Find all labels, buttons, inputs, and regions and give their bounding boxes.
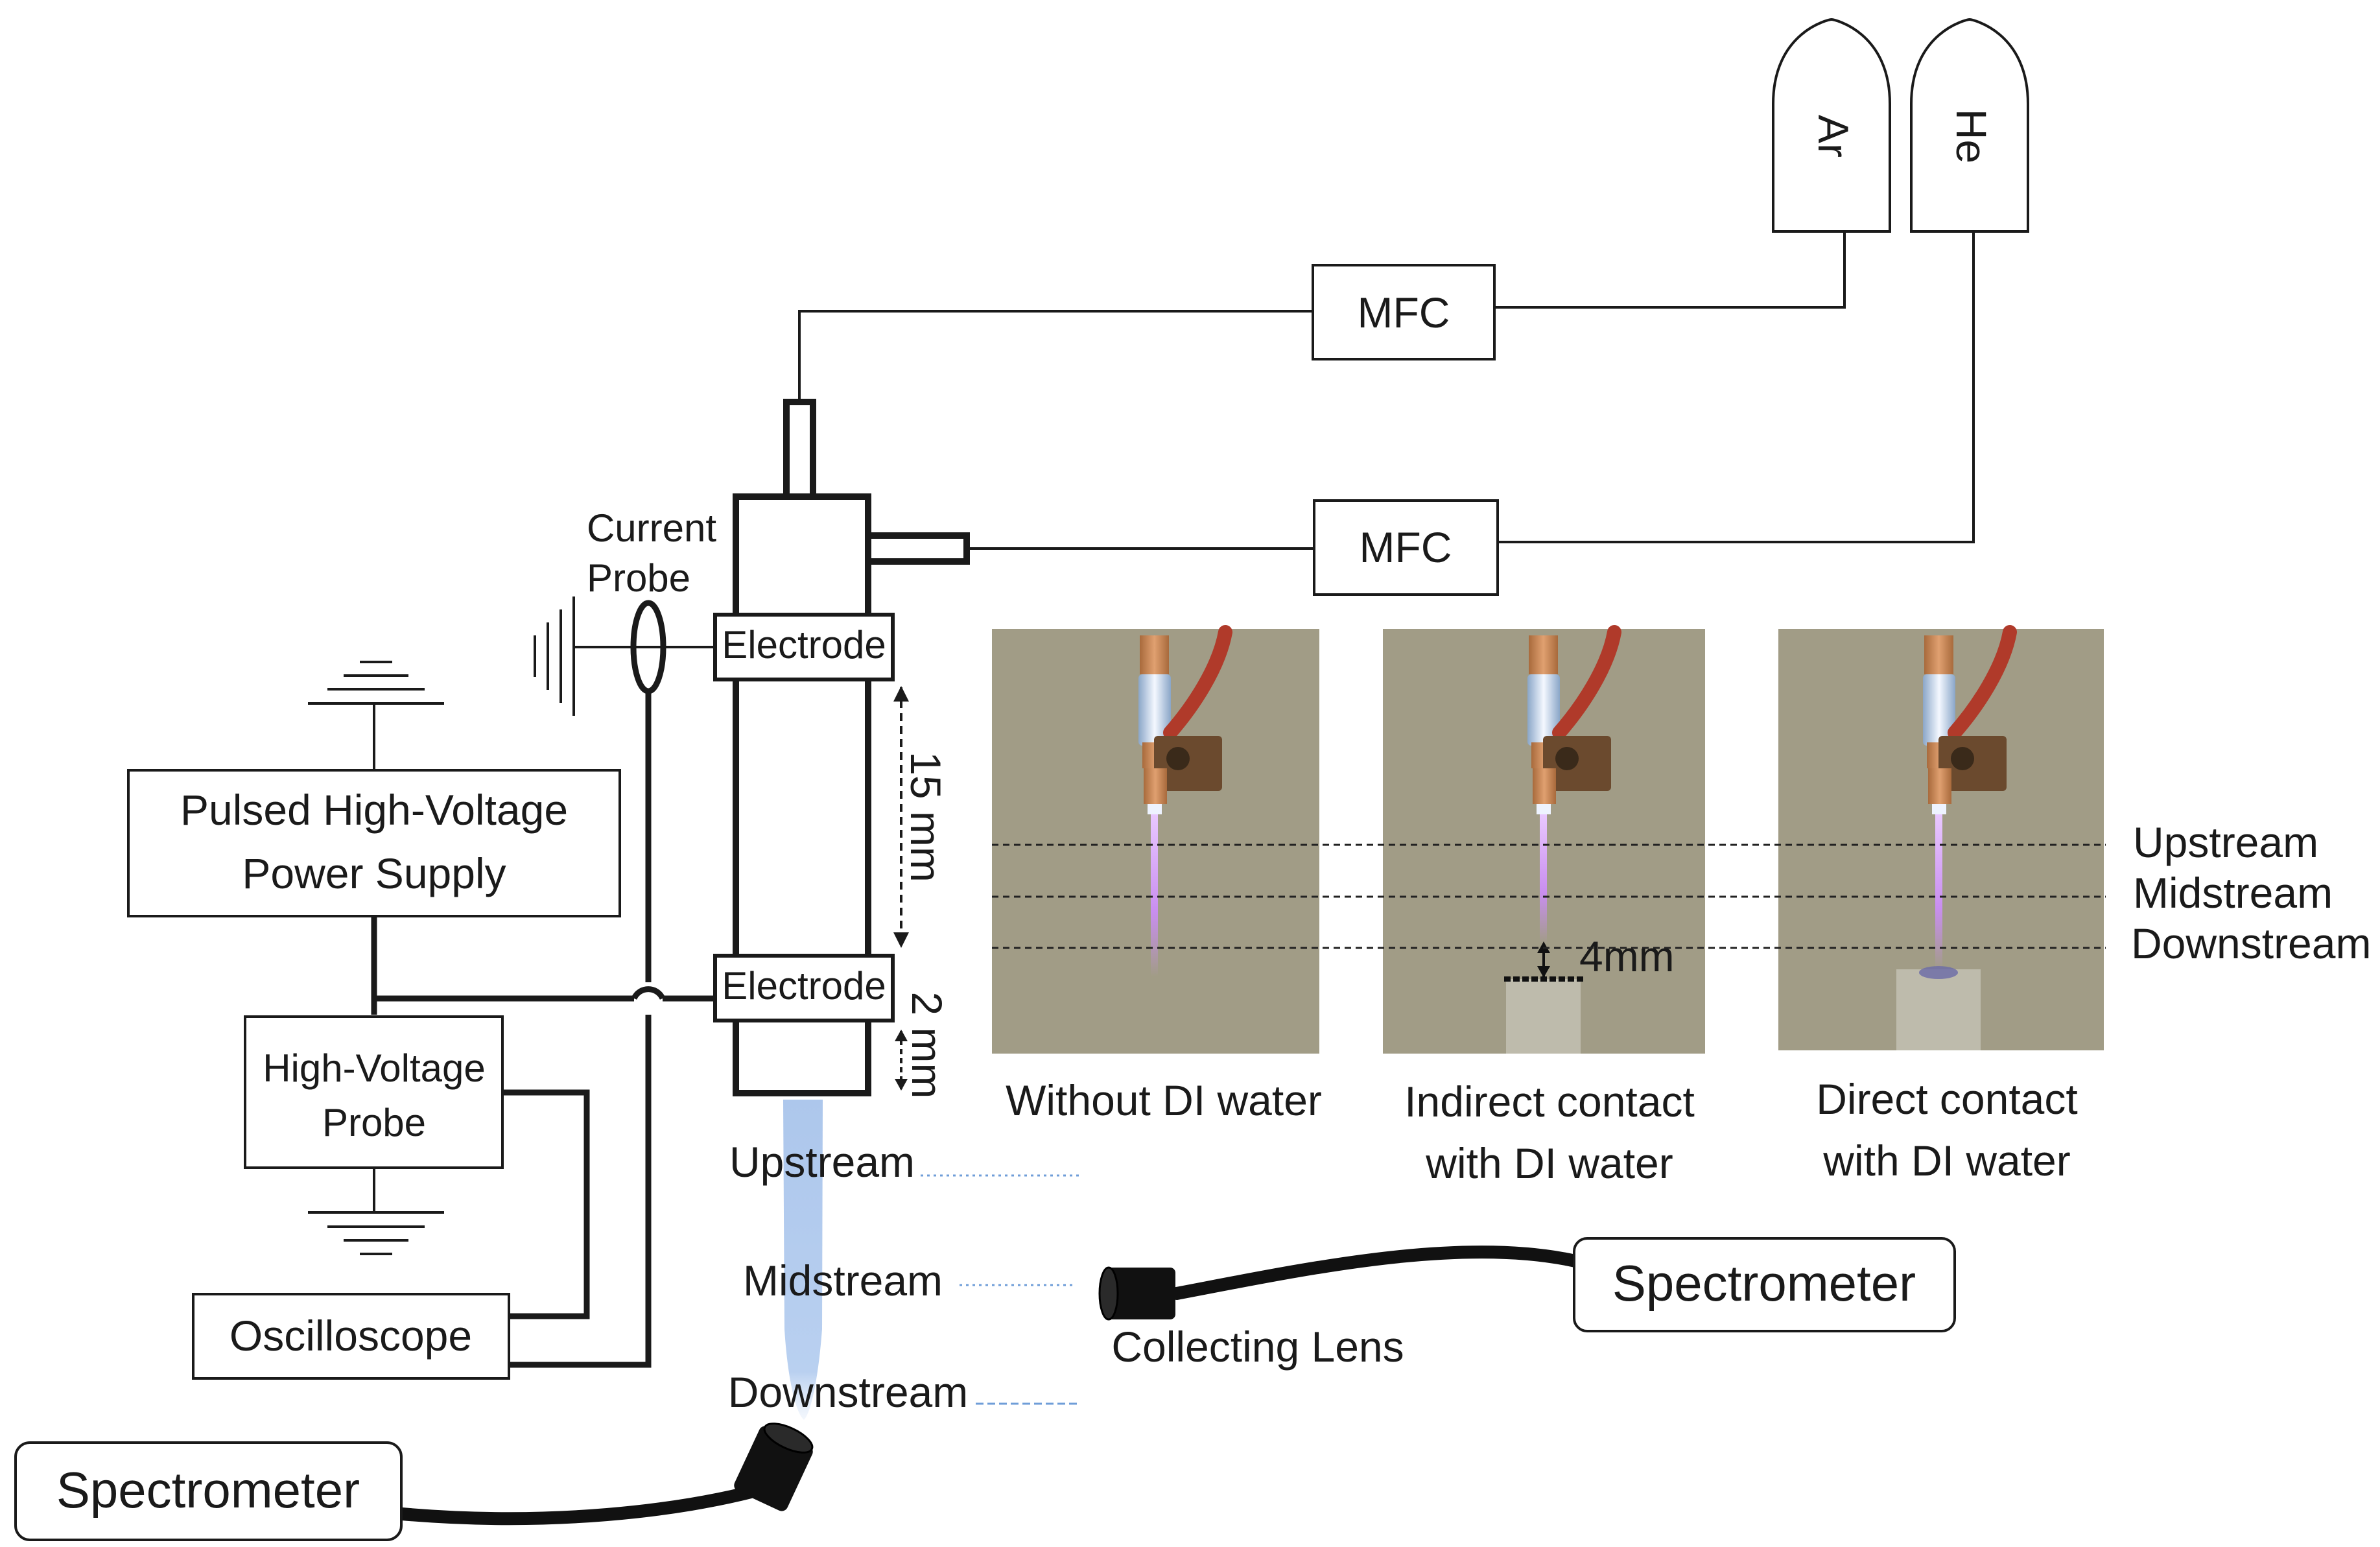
- ground-symbol-hv-probe: [308, 1168, 444, 1255]
- plasma-jet-plume: [783, 1100, 823, 1420]
- dimension-15mm: 15 mm: [893, 686, 950, 948]
- photo-captions: Without DI water Indirect contact with D…: [1006, 1075, 2078, 1187]
- jet-upstream-label: Upstream: [729, 1138, 915, 1186]
- ground-symbol-current-probe: [534, 596, 575, 716]
- spectrometer-right-label: Spectrometer: [1612, 1255, 1916, 1312]
- power-supply-label-line1: Pulsed High-Voltage: [180, 786, 568, 834]
- helium-label: He: [1948, 109, 1996, 163]
- electrode-top: Electrode: [713, 613, 895, 681]
- photo-midstream-label: Midstream: [2133, 869, 2333, 917]
- photo-position-labels: Upstream Midstream Downstream: [2131, 818, 2371, 967]
- oscilloscope-box: Oscilloscope: [192, 1293, 510, 1380]
- photo-downstream-label: Downstream: [2131, 919, 2371, 967]
- dimension-2mm: 2 mm: [895, 992, 951, 1099]
- plasma-jet-device: Electrode Electrode: [713, 399, 970, 1096]
- jet-midstream-label: Midstream: [743, 1257, 943, 1305]
- mfc-helium: MFC: [1313, 499, 1499, 596]
- current-probe: Current Probe: [574, 506, 716, 694]
- oscilloscope-label: Oscilloscope: [230, 1312, 472, 1360]
- caption-indirect-line2: with DI water: [1425, 1139, 1673, 1187]
- hv-wiring: [371, 691, 715, 1368]
- mfc-helium-label: MFC: [1360, 523, 1452, 571]
- collecting-lens: Collecting Lens: [1098, 1266, 1404, 1371]
- photo-indirect-contact: 4mm: [1383, 625, 1705, 1054]
- hv-probe-box: High-Voltage Probe: [244, 1015, 504, 1169]
- helium-cylinder: He: [1910, 18, 2029, 233]
- spectrometer-left-label: Spectrometer: [56, 1461, 360, 1518]
- power-supply-box: Pulsed High-Voltage Power Supply: [127, 769, 621, 917]
- caption-direct-line2: with DI water: [1822, 1137, 2070, 1185]
- photo-without-water: [992, 625, 1319, 1054]
- caption-indirect-line1: Indirect contact: [1404, 1078, 1695, 1126]
- caption-direct-line1: Direct contact: [1816, 1075, 2077, 1123]
- hv-probe-label-line1: High-Voltage: [263, 1046, 486, 1090]
- photo-upstream-label: Upstream: [2133, 818, 2318, 866]
- collecting-lens-bottom: [734, 1423, 814, 1511]
- jet-position-labels: Upstream Midstream Downstream: [728, 1138, 1079, 1416]
- hv-probe-label-line2: Probe: [322, 1101, 426, 1144]
- electrode-top-label: Electrode: [722, 623, 886, 667]
- dimension-15mm-label: 15 mm: [902, 751, 950, 882]
- fiber-right: [1170, 1246, 1582, 1300]
- argon-label: Ar: [1809, 115, 1857, 158]
- ground-symbol-power-supply: [308, 661, 444, 770]
- caption-without-water-line1: Without DI water: [1006, 1076, 1322, 1124]
- electrode-bottom: Electrode: [713, 954, 895, 1022]
- jet-downstream-label: Downstream: [728, 1368, 968, 1416]
- current-probe-label-line1: Current: [587, 506, 716, 550]
- current-probe-label-line2: Probe: [587, 556, 690, 600]
- power-supply-label-line2: Power Supply: [242, 849, 506, 897]
- electrode-bottom-label: Electrode: [722, 964, 886, 1008]
- photo-direct-contact: [1778, 625, 2104, 1050]
- water-gap-label: 4mm: [1579, 932, 1675, 980]
- collecting-lens-label: Collecting Lens: [1111, 1323, 1404, 1371]
- fiber-left: [395, 1483, 765, 1526]
- mfc-argon-label: MFC: [1358, 289, 1450, 337]
- photo-position-lines: [992, 844, 2106, 949]
- argon-cylinder: Ar: [1772, 18, 1891, 233]
- spectrometer-right: Spectrometer: [1573, 1237, 1956, 1332]
- dimension-2mm-label: 2 mm: [903, 992, 951, 1099]
- mfc-argon: MFC: [1312, 264, 1496, 360]
- spectrometer-left: Spectrometer: [14, 1441, 403, 1541]
- gas-lines: [798, 231, 1975, 550]
